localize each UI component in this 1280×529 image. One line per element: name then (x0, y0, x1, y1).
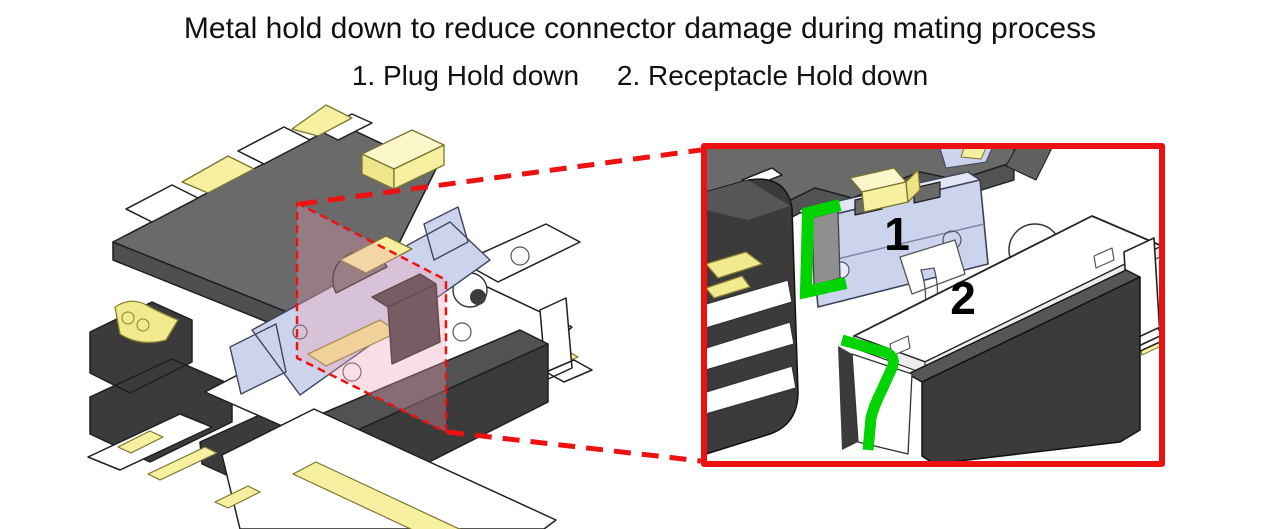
detail-contact-sections (707, 251, 763, 299)
board-pads-white (125, 126, 311, 223)
board-pads-yellow (181, 104, 353, 194)
legend: 1. Plug Hold down 2. Receptacle Hold dow… (0, 60, 1280, 92)
contact-coil (121, 311, 135, 325)
board-yellow-block (361, 129, 445, 190)
legend-receptacle-hold-down: 2. Receptacle Hold down (616, 60, 929, 91)
detail-board-corner (1005, 149, 1053, 181)
detail-view-frame (701, 143, 1165, 467)
detail-insulator-front (921, 276, 1141, 461)
detail-column-top (707, 180, 790, 220)
legend-plug-hold-down: 1. Plug Hold down (351, 60, 580, 91)
overview-flange-hole (452, 322, 472, 342)
overview-ear-hole (510, 246, 530, 266)
overview-illustration (87, 104, 593, 529)
overview-shell-boss-shadow (470, 289, 486, 305)
section-cut-plane (295, 201, 448, 434)
overview-solder-feet (117, 430, 261, 509)
overview-latch (371, 273, 441, 365)
detail-yellow-block (849, 167, 921, 213)
detail-holddown-tab (811, 210, 841, 287)
callout-label-plug: 1 (884, 208, 910, 260)
overview-left-plank-pad (147, 446, 218, 481)
detail-stack-layers (707, 279, 797, 415)
callout-label-receptacle: 2 (950, 272, 976, 324)
leader-line-top (299, 147, 702, 207)
overview-rail-foot-strip (292, 461, 461, 529)
leader-line-bottom (446, 429, 702, 464)
contact-coil (136, 318, 150, 332)
detail-pad-sliver (960, 149, 987, 160)
plug-hold-down-highlight (799, 199, 848, 300)
overview-shell-ear (461, 223, 581, 283)
page-title: Metal hold down to reduce connector dama… (183, 12, 1097, 45)
overview-shell-bottom-rail (221, 408, 557, 529)
receptacle-hold-down-highlight (840, 334, 899, 451)
header: Metal hold down to reduce connector dama… (0, 0, 1280, 92)
zoom-leader-lines (299, 147, 702, 464)
fitting-pad-yellow (339, 235, 413, 274)
detail-view: 1 2 (707, 149, 1159, 461)
overview-flange-hole (342, 362, 362, 382)
